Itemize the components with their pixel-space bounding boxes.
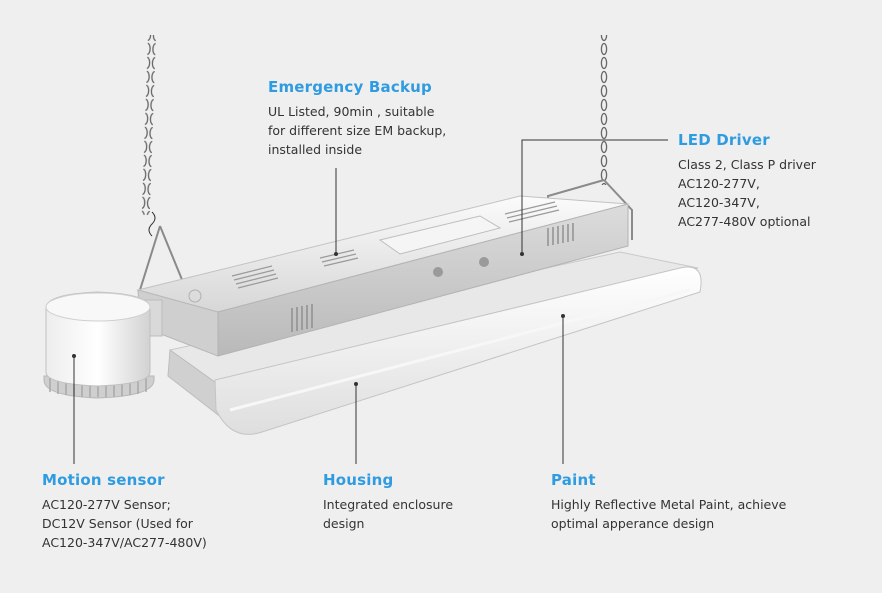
callout-title: Paint [551, 471, 596, 489]
chain-right [600, 35, 608, 185]
callout-line: AC277-480V optional [678, 214, 811, 229]
callout-line: AC120-277V Sensor; [42, 497, 171, 512]
lower-housing [167, 251, 702, 435]
emergency-leader-dot [334, 252, 338, 256]
callout-emergency-backup: Emergency Backup UL Listed, 90min , suit… [268, 78, 446, 159]
callout-title: Emergency Backup [268, 78, 432, 96]
callout-line: design [323, 516, 365, 531]
callout-motion-sensor: Motion sensor AC120-277V Sensor; DC12V S… [42, 471, 207, 552]
callout-line: AC120-347V, [678, 195, 760, 210]
chain-left [141, 34, 156, 237]
callout-line: Highly Reflective Metal Paint, achieve [551, 497, 787, 512]
callout-line: optimal apperance design [551, 516, 715, 531]
motion-sensor [43, 291, 163, 399]
callout-line: AC120-347V/AC277-480V) [42, 535, 207, 550]
callout-line: DC12V Sensor (Used for [42, 516, 193, 531]
callout-line: Class 2, Class P driver [678, 157, 816, 172]
callout-line: for different size EM backup, [268, 123, 447, 138]
driver-leader [521, 139, 668, 254]
callout-line: AC120-277V, [678, 176, 760, 191]
callout-title: LED Driver [678, 131, 770, 149]
callout-title: Housing [323, 471, 394, 489]
motion-leader-dot [72, 354, 76, 358]
driver-box [136, 195, 629, 357]
housing-leader-dot [354, 382, 358, 386]
callout-line: installed inside [268, 142, 363, 157]
leader-lines [72, 139, 668, 464]
callout-housing: Housing Integrated enclosure design [323, 471, 453, 533]
callout-line: UL Listed, 90min , suitable [268, 104, 435, 119]
callout-line: Integrated enclosure [323, 497, 454, 512]
driver-leader-dot [520, 252, 524, 256]
callout-led-driver: LED Driver Class 2, Class P driver AC120… [678, 131, 816, 231]
callout-paint: Paint Highly Reflective Metal Paint, ach… [551, 471, 786, 533]
callout-title: Motion sensor [42, 471, 165, 489]
paint-leader-dot [561, 314, 565, 318]
